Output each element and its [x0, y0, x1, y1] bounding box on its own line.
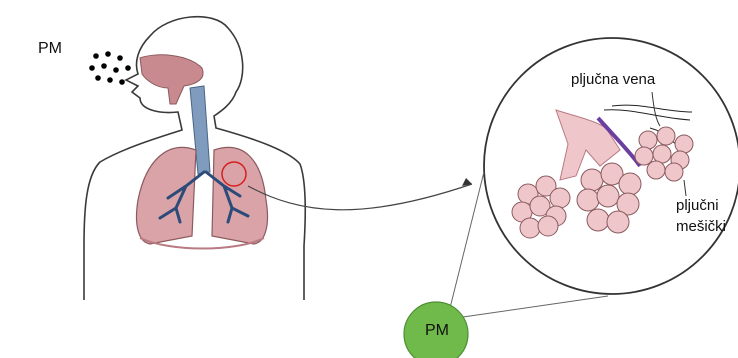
alveoli-label-line1: pljučni: [676, 195, 726, 216]
pm-particles: [89, 51, 131, 85]
pulmonary-vein-label: pljučna vena: [571, 71, 655, 88]
pm-label: PM: [38, 40, 62, 58]
alveoli-label: pljučni mešički: [676, 195, 726, 237]
alveoli-label-line2: mešički: [676, 216, 726, 237]
bubble-connector-line: [446, 172, 484, 324]
pm-bubble-label: PM: [414, 322, 460, 340]
zoom-connector-arrow: [248, 184, 472, 210]
left-lung: [137, 147, 197, 244]
bubble-connector-line-2: [456, 296, 608, 318]
